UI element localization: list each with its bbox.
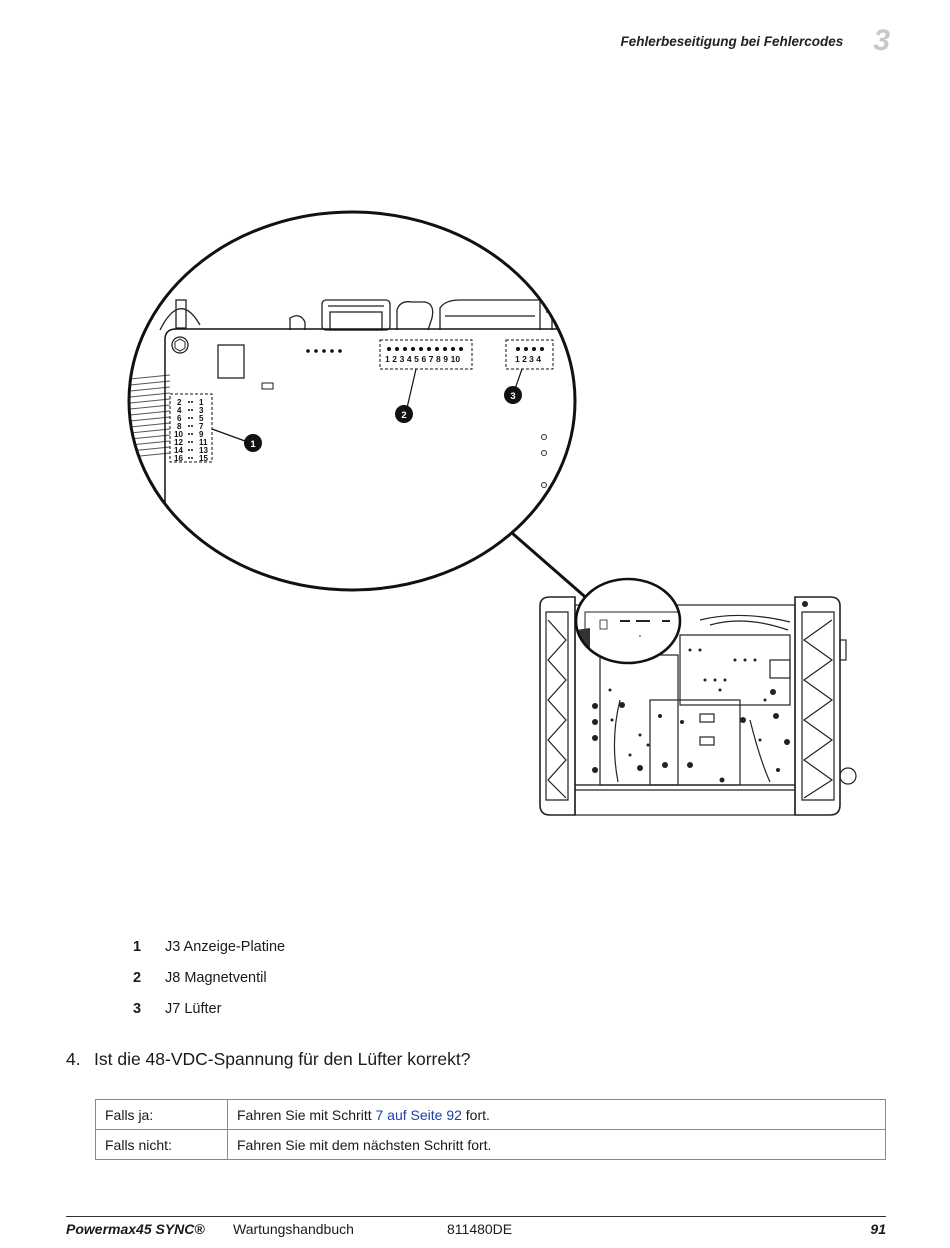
- connector-j7: [505, 339, 554, 370]
- circuit-board-figure: 2 4 6 8 10 12 14 16 1 3 5 7 9 11 13 15: [127, 210, 857, 816]
- connector-j7-pins: 1 2 3 4: [515, 354, 541, 364]
- pin-label: 1: [199, 398, 204, 407]
- pin-label: 14: [174, 446, 183, 455]
- page-header: Fehlerbeseitigung bei Fehlercodes 3: [621, 26, 891, 56]
- part-number: 811480DE: [447, 1221, 513, 1237]
- document-title: Wartungshandbuch: [233, 1221, 354, 1237]
- connector-j8: [379, 339, 473, 370]
- connector-j3-pins: 2 4 6 8 10 12 14 16 1 3 5 7 9 11 13 15: [174, 398, 208, 463]
- housing-parts: [159, 299, 553, 331]
- machine-overview: [539, 596, 857, 816]
- svg-text:1: 1: [250, 439, 256, 450]
- step-text: Ist die 48-VDC-Spannung für den Lüfter k…: [94, 1049, 471, 1069]
- figure-legend: 1 J3 Anzeige-Platine 2 J8 Magnetventil 3…: [133, 939, 285, 1032]
- zoom-circle-small: [574, 577, 682, 665]
- legend-item: 3 J7 Lüfter: [133, 1001, 285, 1032]
- connector-j3: [169, 393, 213, 463]
- legend-number: 2: [133, 970, 142, 986]
- pin-label: 5: [199, 414, 204, 423]
- step-question: 4. Ist die 48-VDC-Spannung für den Lüfte…: [66, 1049, 470, 1070]
- table-row: Falls nicht: Fahren Sie mit dem nächsten…: [95, 1129, 886, 1160]
- chapter-number: 3: [873, 24, 890, 57]
- pin-label: 8: [177, 422, 182, 431]
- callout-3: 3: [504, 386, 522, 404]
- pin-label: 6: [177, 414, 182, 423]
- pin-label: 11: [199, 438, 208, 447]
- action-text: fort.: [461, 1106, 490, 1123]
- screw-icon: [171, 336, 189, 354]
- page-number: 91: [870, 1221, 886, 1237]
- callout-2: 2: [395, 405, 413, 423]
- pin-label: 4: [177, 406, 182, 415]
- ribbon-cable: [129, 374, 171, 459]
- detail-view: 2 4 6 8 10 12 14 16 1 3 5 7 9 11 13 15: [129, 299, 570, 590]
- product-name: Powermax45 SYNC®: [66, 1221, 205, 1237]
- decision-table: Falls ja: Fahren Sie mit Schritt 7 auf S…: [95, 1099, 886, 1160]
- table-cell-action: Fahren Sie mit Schritt 7 auf Seite 92 fo…: [227, 1099, 886, 1130]
- zoom-area-detail: [576, 579, 680, 663]
- pin-label: 7: [199, 422, 204, 431]
- legend-number: 1: [133, 939, 142, 955]
- pin-label: 9: [199, 430, 204, 439]
- table-cell-condition: Falls nicht:: [95, 1129, 228, 1160]
- pin-label: 15: [199, 454, 208, 463]
- pin-label: 12: [174, 438, 183, 447]
- legend-item: 1 J3 Anzeige-Platine: [133, 939, 285, 970]
- pin-label: 13: [199, 446, 208, 455]
- pin-label: 2: [177, 398, 182, 407]
- connector-j8-pins: 1 2 3 4 5 6 7 8 9 10: [385, 354, 460, 364]
- action-text: Fahren Sie mit Schritt: [237, 1106, 376, 1123]
- pin-label: 16: [174, 454, 183, 463]
- callout-1: 1: [244, 434, 262, 452]
- pin-label: 3: [199, 406, 204, 415]
- section-title: Fehlerbeseitigung bei Fehlercodes: [620, 33, 844, 49]
- legend-number: 3: [133, 1001, 142, 1017]
- zoom-connector-line: [511, 531, 592, 604]
- legend-item: 2 J8 Magnetventil: [133, 970, 285, 1001]
- table-row: Falls ja: Fahren Sie mit Schritt 7 auf S…: [95, 1099, 886, 1130]
- table-cell-condition: Falls ja:: [95, 1099, 228, 1130]
- pin-label: 10: [174, 430, 183, 439]
- svg-text:3: 3: [510, 391, 515, 402]
- legend-text: J3 Anzeige-Platine: [165, 939, 286, 955]
- footer-divider: [66, 1216, 886, 1217]
- legend-text: J8 Magnetventil: [165, 970, 267, 986]
- action-text: Fahren Sie mit dem nächsten Schritt fort…: [237, 1136, 492, 1153]
- svg-text:2: 2: [401, 410, 406, 421]
- table-cell-action: Fahren Sie mit dem nächsten Schritt fort…: [227, 1129, 886, 1160]
- zoom-circle-large: [127, 210, 577, 592]
- page-footer: Powermax45 SYNC® Wartungshandbuch 811480…: [66, 1221, 886, 1241]
- legend-text: J7 Lüfter: [165, 1001, 222, 1017]
- step-number: 4.: [66, 1049, 81, 1069]
- step-link[interactable]: 7 auf Seite 92: [375, 1106, 462, 1123]
